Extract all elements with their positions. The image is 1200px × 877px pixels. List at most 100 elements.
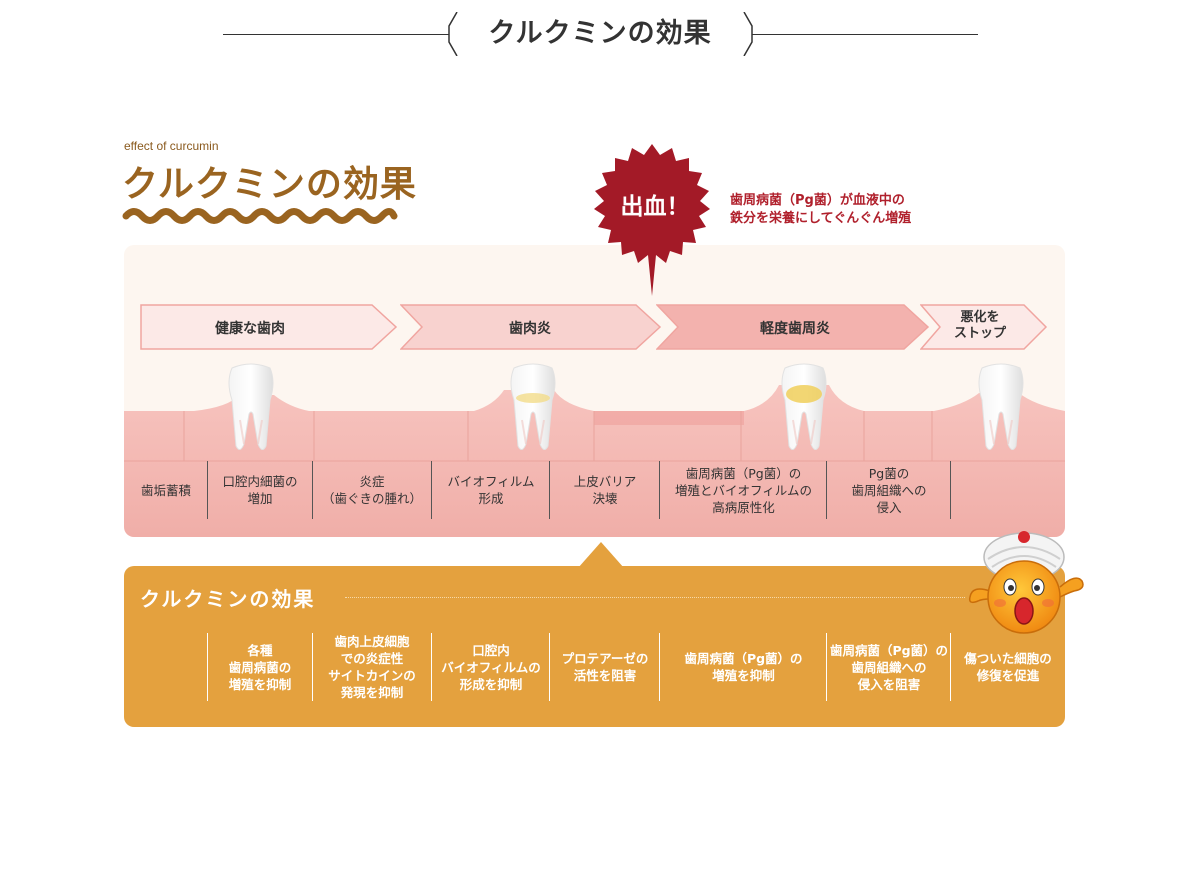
effects-divider <box>659 633 660 701</box>
effect-line: 口腔内 <box>472 642 510 658</box>
stage-label-mild-periodontitis: 軽度歯周炎 <box>760 321 830 337</box>
effect-line: 歯周病菌（Pg菌）の <box>829 642 949 658</box>
table-cell-line: 侵入 <box>876 499 902 515</box>
effects-panel <box>124 566 1065 727</box>
effect-line: 増殖を抑制 <box>228 676 292 692</box>
section-title: クルクミンの効果 <box>122 164 417 205</box>
table-cell-line: 炎症 <box>359 474 385 489</box>
tooth-mild-periodontitis <box>781 363 827 450</box>
effect-line: 傷ついた細胞の <box>964 651 1052 666</box>
table-cell-line: 高病原性化 <box>712 499 775 515</box>
table-cell-line: 歯垢蓄積 <box>140 482 191 498</box>
effects-divider <box>207 633 208 701</box>
effect-item-text: 歯周病菌（Pg菌）の歯周組織への侵入を阻害 <box>830 642 948 693</box>
effect-item-text: プロテアーゼの活性を阻害 <box>562 650 649 684</box>
table-cell: 上皮バリア決壊 <box>550 461 660 519</box>
effect-line: 侵入を阻害 <box>857 676 921 692</box>
stage-arrow-stop <box>920 304 1048 350</box>
effect-line: 発現を抑制 <box>340 685 404 700</box>
table-cell-line: 歯周病菌（Pg菌）の <box>685 465 802 481</box>
table-cell-line: 形成 <box>478 491 504 506</box>
table-cell-text: Pg菌の歯周組織への侵入 <box>851 465 926 516</box>
effect-line: 形成を抑制 <box>459 676 523 692</box>
tooth-stopped <box>978 363 1024 450</box>
effect-line: プロテアーゼの <box>561 651 649 666</box>
progression-panel <box>124 245 1065 537</box>
table-divider <box>207 461 208 519</box>
table-cell: バイオフィルム形成 <box>432 461 550 519</box>
tooth-gingivitis <box>510 363 556 450</box>
bleeding-burst <box>594 144 710 296</box>
header-rule-left <box>223 34 449 35</box>
effects-divider <box>549 633 550 701</box>
table-divider <box>431 461 432 519</box>
table-cell-line: 増加 <box>247 491 273 506</box>
effect-item-text: 傷ついた細胞の修復を促進 <box>964 650 1052 684</box>
header-bracket-left <box>448 12 458 56</box>
effect-line: 歯周病菌（Pg菌）の <box>684 651 803 666</box>
effect-line: 増殖を抑制 <box>712 668 775 683</box>
tooth-healthy <box>228 363 274 450</box>
effects-divider <box>312 633 313 701</box>
table-divider <box>659 461 660 519</box>
effect-item: 口腔内バイオフィルムの形成を抑制 <box>432 633 550 701</box>
effects-divider <box>826 633 827 701</box>
table-cell-line: Pg菌の <box>868 465 910 481</box>
stage-arrow-healthy <box>140 304 398 350</box>
section-eyebrow: effect of curcumin <box>124 139 219 153</box>
effect-line: バイオフィルムの <box>441 659 541 675</box>
effect-item-text: 歯周病菌（Pg菌）の増殖を抑制 <box>684 650 802 684</box>
bleeding-burst-label: 出血！ <box>620 194 690 220</box>
effect-line: 活性を阻害 <box>573 668 637 683</box>
effect-line: 歯周組織への <box>851 659 927 675</box>
effect-item: 歯周病菌（Pg菌）の増殖を抑制 <box>660 633 827 701</box>
table-cell: 炎症（歯ぐきの腫れ） <box>312 461 432 519</box>
table-cell-line: 上皮バリア <box>573 474 637 489</box>
table-cell-text: 炎症（歯ぐきの腫れ） <box>322 473 422 507</box>
effect-item: 傷ついた細胞の修復を促進 <box>951 633 1065 701</box>
stage-label-stop-line1: 悪化を <box>960 310 1000 325</box>
stage-arrow-mild-periodontitis <box>656 304 930 350</box>
table-cell: 歯周病菌（Pg菌）の増殖とバイオフィルムの高病原性化 <box>660 461 827 519</box>
table-cell-line: 歯周組織への <box>851 482 927 498</box>
table-cell-text: バイオフィルム形成 <box>447 473 534 507</box>
stage-label-gingivitis: 歯肉炎 <box>509 321 551 337</box>
table-cell-line: 口腔内細菌の <box>222 474 298 489</box>
bleeding-note: 歯周病菌（Pg菌）が血液中の 鉄分を栄養にしてぐんぐん増殖 <box>730 192 911 228</box>
table-divider <box>312 461 313 519</box>
wave-ornament <box>122 208 398 224</box>
effect-item: 各種歯周病菌の増殖を抑制 <box>208 633 312 701</box>
effect-item-text: 各種歯周病菌の増殖を抑制 <box>229 642 292 693</box>
effect-line: 修復を促進 <box>976 668 1040 683</box>
effect-line: 歯肉上皮細胞 <box>334 634 410 649</box>
page-title: クルクミンの効果 <box>488 18 712 49</box>
effect-item: 歯肉上皮細胞での炎症性サイトカインの発現を抑制 <box>312 633 432 701</box>
table-cell-line: 増殖とバイオフィルムの <box>674 482 812 498</box>
effect-line: サイトカインの <box>328 668 416 683</box>
effects-divider <box>431 633 432 701</box>
table-cell: Pg菌の歯周組織への侵入 <box>827 461 951 519</box>
header-bracket-right <box>743 12 753 56</box>
effect-line: 各種 <box>247 642 273 658</box>
stage-arrow-gingivitis <box>400 304 662 350</box>
effects-divider <box>950 633 951 701</box>
table-cell: 口腔内細菌の増加 <box>208 461 312 519</box>
gum-illustration <box>124 385 1065 537</box>
table-cell-text: 上皮バリア決壊 <box>574 473 637 507</box>
effect-line: 歯周病菌の <box>228 659 292 675</box>
effect-item: プロテアーゼの活性を阻害 <box>550 633 660 701</box>
header-rule-right <box>752 34 978 35</box>
table-divider <box>826 461 827 519</box>
table-cell-text: 歯周病菌（Pg菌）の増殖とバイオフィルムの高病原性化 <box>675 465 812 516</box>
effects-title: クルクミンの効果 <box>140 587 316 611</box>
effects-dotted-rule <box>345 597 965 598</box>
table-cell-text: 歯垢蓄積 <box>141 482 191 499</box>
stage-label-stop: 悪化を ストップ <box>940 310 1020 342</box>
effect-line: での炎症性 <box>340 651 404 666</box>
bleeding-note-line1: 歯周病菌（Pg菌）が血液中の <box>730 193 905 208</box>
table-cell-text: 口腔内細菌の増加 <box>222 473 297 507</box>
effect-item-text: 歯肉上皮細胞での炎症性サイトカインの発現を抑制 <box>328 633 416 701</box>
effects-notch <box>578 542 624 568</box>
mascot-character <box>968 531 1084 634</box>
table-cell-line: バイオフィルム <box>447 474 535 489</box>
